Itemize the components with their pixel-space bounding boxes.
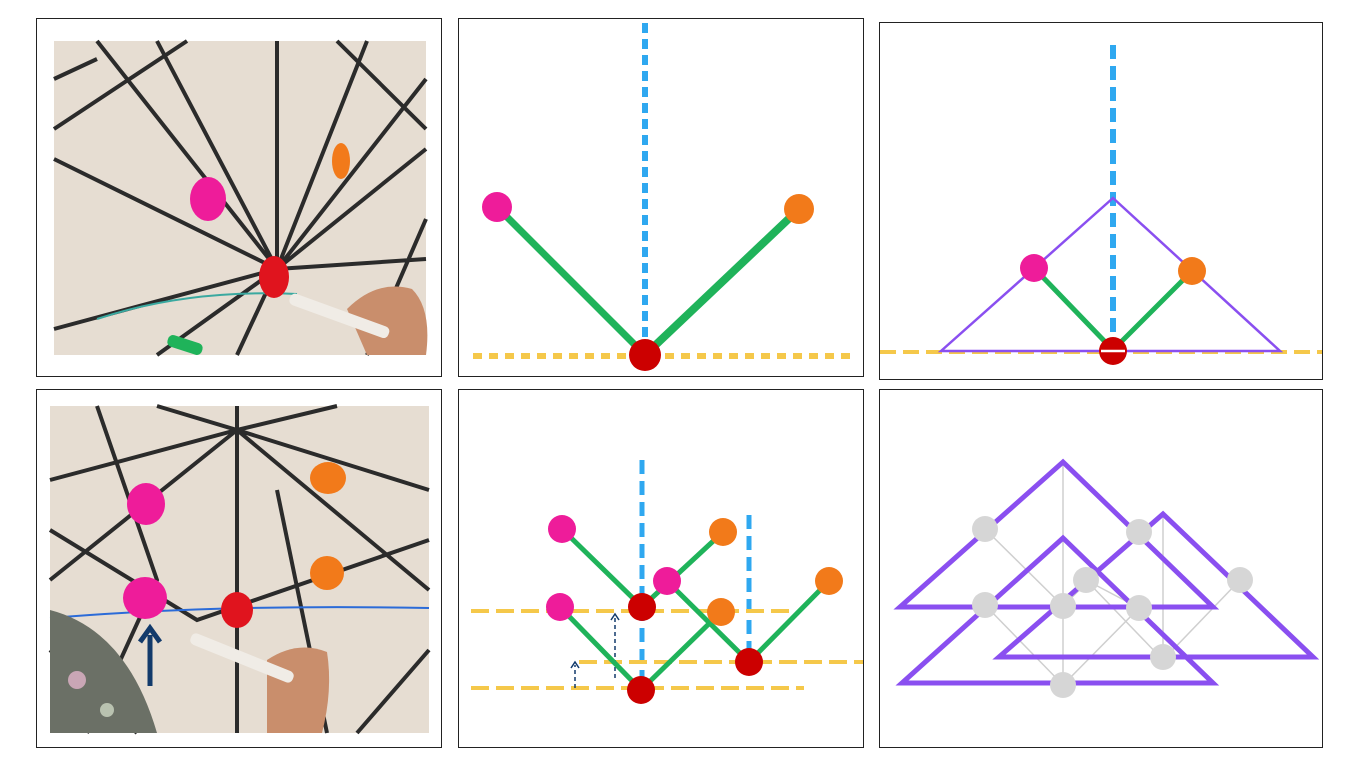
- photo-panel-bottom: [36, 389, 442, 748]
- pink-sticker-upper: [127, 483, 165, 525]
- diagram-panel-triangle: [879, 22, 1323, 380]
- gray-node: [1050, 672, 1076, 698]
- pink-sticker-lower: [123, 577, 167, 619]
- orange-node: [1178, 257, 1206, 285]
- green-bond-left: [1032, 266, 1115, 352]
- orange-node: [815, 567, 843, 595]
- red-node: [629, 339, 661, 371]
- offset-arrow-icon-tall: [610, 612, 620, 621]
- up-arrow-icon: [137, 623, 163, 644]
- orange-node: [784, 194, 814, 224]
- orange-sticker: [332, 143, 350, 179]
- gray-node: [972, 516, 998, 542]
- photo-panel-top: [36, 18, 442, 377]
- green-bond-right: [1111, 269, 1194, 352]
- gray-node: [1126, 519, 1152, 545]
- sleeve-pattern: [68, 671, 86, 689]
- orange-sticker-lower: [310, 556, 344, 590]
- v-diagram: [473, 23, 851, 371]
- gray-node: [972, 592, 998, 618]
- purple-triangle-right: [992, 510, 1320, 660]
- pink-node: [1020, 254, 1048, 282]
- orange-node: [709, 518, 737, 546]
- gray-node: [1126, 595, 1152, 621]
- diagram-panel-stacked: [458, 389, 864, 748]
- pink-node: [548, 515, 576, 543]
- gray-node: [1050, 593, 1076, 619]
- pink-node: [653, 567, 681, 595]
- purple-triangles: [893, 458, 1320, 686]
- red-sticker: [259, 256, 289, 298]
- lattice-diagram: [893, 458, 1320, 698]
- diagram-panel-v: [458, 18, 864, 377]
- green-bond-left: [494, 204, 648, 358]
- sleeve: [50, 610, 157, 733]
- green-bond: [747, 579, 831, 664]
- green-bond: [560, 527, 644, 609]
- diagram-panel-lattice: [879, 389, 1323, 748]
- green-bond: [639, 610, 723, 692]
- gray-node: [1073, 567, 1099, 593]
- red-node: [627, 676, 655, 704]
- hand: [267, 647, 330, 733]
- stacked-diagram: [471, 460, 863, 704]
- purple-triangle-top: [893, 458, 1220, 610]
- hand: [347, 286, 428, 355]
- red-node: [735, 648, 763, 676]
- green-marker-cap: [167, 335, 203, 355]
- gray-node: [1227, 567, 1253, 593]
- orange-sticker-upper: [310, 462, 346, 494]
- photo-illustration-bottom: [48, 404, 431, 735]
- orange-node: [707, 598, 735, 626]
- red-node: [628, 593, 656, 621]
- marker-pen: [190, 633, 294, 683]
- red-sticker: [221, 592, 253, 628]
- green-bond-right: [642, 206, 802, 358]
- sleeve-pattern: [100, 703, 114, 717]
- pink-node: [482, 192, 512, 222]
- green-bond: [640, 530, 725, 609]
- green-bond: [558, 605, 643, 692]
- pink-sticker: [190, 177, 226, 221]
- gray-node: [1150, 644, 1176, 670]
- pink-node: [546, 593, 574, 621]
- offset-arrow-icon-short: [570, 660, 580, 669]
- triangle-diagram: [880, 45, 1322, 365]
- photo-illustration-top: [52, 39, 428, 357]
- marker-pen: [289, 293, 390, 339]
